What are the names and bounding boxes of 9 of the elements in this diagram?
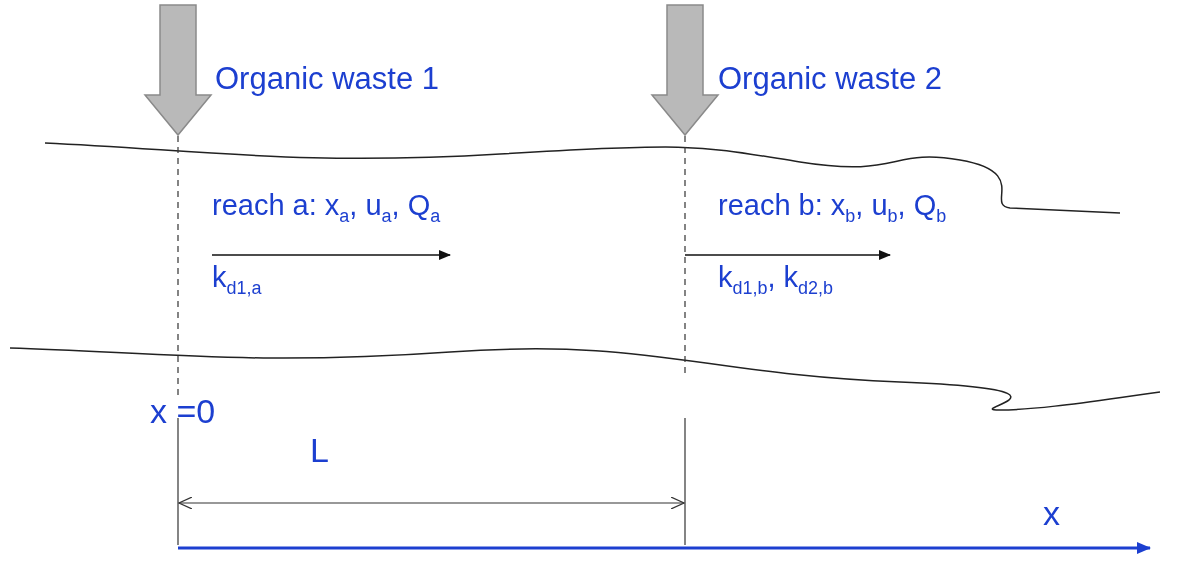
axis-label: x <box>1043 495 1060 533</box>
rate-label: k$_{d1,a}$ <box>212 262 262 299</box>
dimension-label: L <box>310 432 329 470</box>
reach-label: reach a: x$_{a}$, u$_{a}$, Q$_{a}$ <box>212 190 441 227</box>
source-label: Organic waste 1 <box>215 62 439 97</box>
source-label: Organic waste 2 <box>718 62 942 97</box>
rate-label: k$_{d1,b}$, k$_{d2,b}$ <box>718 262 834 299</box>
reach-label: reach b: x$_{b}$, u$_{b}$, Q$_{b}$ <box>718 190 947 227</box>
origin-label: x =0 <box>150 393 216 431</box>
